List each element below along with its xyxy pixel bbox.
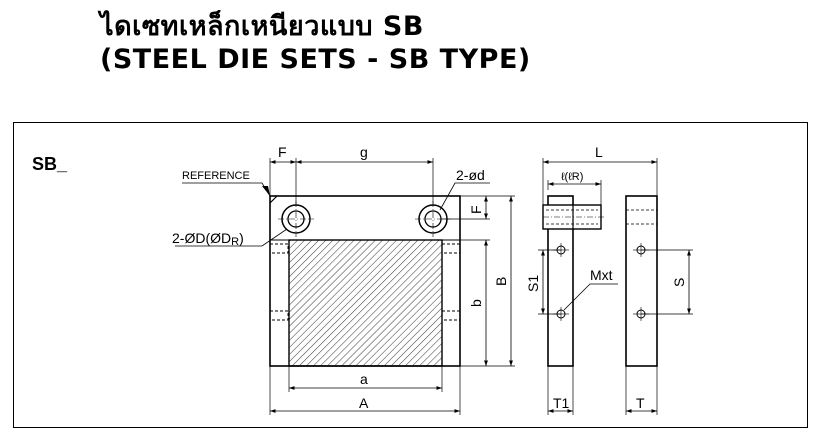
drawing-frame (13, 122, 808, 428)
label-l: ℓ(ℓR) (561, 171, 583, 183)
label-T1: T1 (553, 395, 570, 411)
label-a: a (360, 371, 368, 387)
leader-hole-d (439, 182, 490, 211)
label-A: A (359, 395, 369, 411)
label-T: T (636, 395, 645, 411)
label-reference: REFERENCE (182, 170, 250, 182)
label-hole-D: 2-ØD(ØDR) (172, 230, 244, 248)
label-S1: S1 (525, 275, 541, 292)
label-hole-D-sub: R (231, 236, 239, 248)
page-title-english: (STEEL DIE SETS - SB TYPE) (100, 44, 531, 75)
threaded-holes-front (269, 243, 461, 321)
label-hole-D-close: ) (239, 230, 244, 246)
label-F-side: F (468, 205, 484, 214)
page-title-thai: ไดเซทเหล็กเหนียวแบบ SB (100, 11, 424, 42)
label-mxt: Mxt (590, 267, 613, 283)
label-L: L (595, 144, 603, 160)
front-view: F g REFERENCE 2-ød 2-ØD(ØDR) F b B a A (172, 144, 515, 415)
die-area-hatched (288, 239, 443, 367)
leader-mxt (563, 283, 618, 311)
label-S: S (671, 278, 687, 287)
label-F-top: F (278, 144, 287, 160)
side-view: L ℓ(ℓR) S1 Mxt S T1 T (525, 144, 693, 415)
label-hole-d: 2-ød (456, 167, 485, 183)
label-g: g (360, 144, 368, 160)
leader-reference (182, 182, 271, 197)
leader-hole-D (175, 228, 288, 247)
side-plate-right (625, 195, 658, 367)
label-B: B (493, 277, 509, 286)
guide-hole-left (278, 201, 314, 237)
label-hole-D-main: 2-ØD(ØD (172, 230, 231, 246)
label-b: b (468, 299, 484, 307)
model-label: SB_ (32, 154, 68, 174)
